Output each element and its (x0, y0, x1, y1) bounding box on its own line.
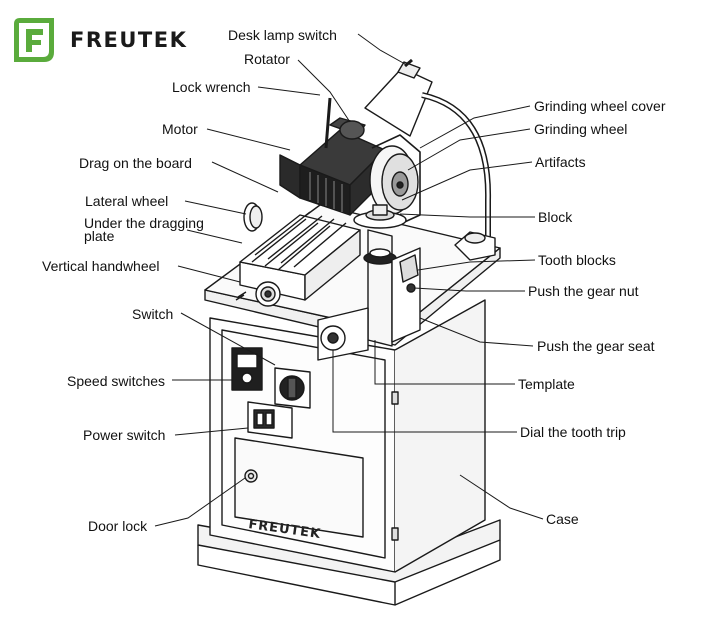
label-vertical-handwheel: Vertical handwheel (42, 258, 160, 274)
label-push-gear-seat: Push the gear seat (537, 338, 655, 354)
label-artifacts: Artifacts (535, 154, 586, 170)
label-rotator: Rotator (244, 51, 290, 67)
lateral-handwheel (243, 202, 263, 232)
label-lateral-wheel: Lateral wheel (85, 193, 169, 209)
brand-name: FREUTEK (70, 28, 188, 52)
label-push-gear-nut: Push the gear nut (528, 283, 639, 299)
label-motor: Motor (162, 121, 198, 137)
case-nameplate (234, 437, 364, 538)
label-under-dragging-plate: Under the dragging plate (84, 215, 204, 244)
artifact-block (353, 204, 407, 229)
template-column (363, 229, 397, 347)
label-template: Template (518, 376, 575, 392)
grinding-wheel (369, 145, 419, 215)
label-desk-lamp-switch: Desk lamp switch (228, 27, 337, 43)
vertical-handwheel (235, 281, 281, 307)
compound-slide (239, 211, 361, 301)
label-dial-tooth-trip: Dial the tooth trip (520, 424, 626, 440)
label-door-lock: Door lock (88, 518, 148, 534)
motor-assembly (279, 117, 386, 216)
label-tooth-blocks: Tooth blocks (538, 252, 616, 268)
label-block: Block (538, 209, 573, 225)
base-plinth (197, 519, 501, 606)
brand-header: FREUTEK (8, 14, 187, 66)
grinding-wheel-cover (371, 134, 421, 226)
label-grinding-wheel: Grinding wheel (534, 121, 628, 137)
label-grinding-wheel-cover: Grinding wheel cover (534, 98, 666, 114)
power-switch-box (247, 401, 293, 439)
leaf-f-logo-icon (14, 18, 54, 62)
desk-lamp (364, 58, 496, 261)
label-drag-on-board: Drag on the board (79, 155, 192, 171)
label-power-switch: Power switch (83, 427, 166, 443)
gear-seat (391, 247, 421, 343)
tooth-dial (317, 307, 369, 361)
label-switch: Switch (132, 306, 174, 322)
lock-wrench (324, 97, 332, 149)
label-case: Case (546, 511, 579, 527)
leader-lines (154, 33, 544, 527)
rotary-switch (274, 367, 311, 409)
speed-switch-panel (231, 347, 263, 391)
label-lock-wrench: Lock wrench (172, 79, 251, 95)
label-speed-switches: Speed switches (67, 373, 166, 389)
door-lock-knob (244, 469, 258, 483)
